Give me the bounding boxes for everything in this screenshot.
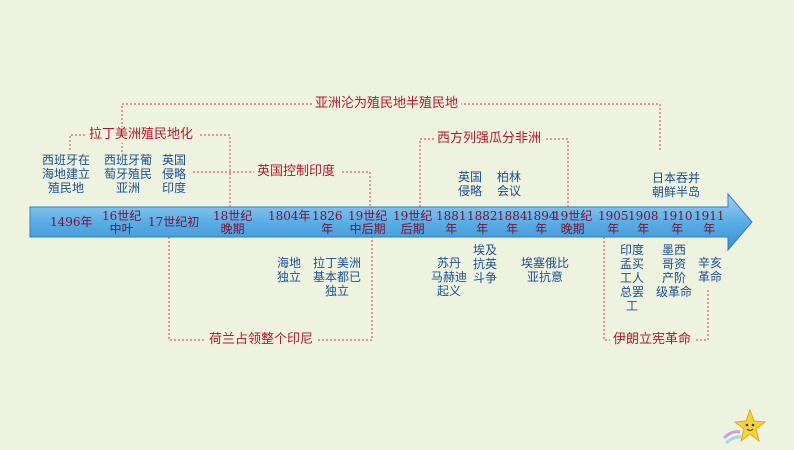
bracket-label-latin-america: 拉丁美洲殖民地化 xyxy=(86,127,197,143)
bracket-label-dutch-indonesia: 荷兰占领整个印尼 xyxy=(206,332,317,348)
event-japan-korea: 日本吞并 朝鲜半岛 xyxy=(652,171,701,199)
event-egypt: 埃及 抗英 斗争 xyxy=(473,243,498,285)
event-mexico: 墨西 哥资 产阶 级革命 xyxy=(656,243,693,299)
event-spain-portugal: 西班牙葡 萄牙殖民 亚洲 xyxy=(104,153,153,195)
axis-label: 1894 年 xyxy=(526,209,557,236)
event-spain-colony: 西班牙在 海地建立 殖民地 xyxy=(42,153,91,195)
event-britain-india: 英国 侵略 印度 xyxy=(162,153,187,195)
star-icon xyxy=(722,408,767,450)
axis-label: 1884 年 xyxy=(497,209,528,236)
event-berlin: 柏林 会议 xyxy=(497,170,522,198)
event-haiti: 海地 独立 xyxy=(277,256,302,284)
axis-label: 1882 年 xyxy=(467,209,498,236)
axis-label: 19世纪 晚期 xyxy=(553,209,593,236)
axis-label: 17世纪初 xyxy=(148,215,200,229)
axis-label: 1911 年 xyxy=(694,209,725,236)
axis-label: 18世纪 晚期 xyxy=(213,209,253,236)
bracket-label-british-india: 英国控制印度 xyxy=(254,164,339,180)
bracket-label-asia: 亚洲沦为殖民地半殖民地 xyxy=(312,96,462,112)
axis-label: 1908 年 xyxy=(628,209,659,236)
axis-label: 1804年 xyxy=(268,209,311,223)
event-india-strike: 印度 孟买 工人 总罢 工 xyxy=(620,243,645,313)
event-latin-independence: 拉丁美洲 基本都已 独立 xyxy=(313,256,362,298)
event-xinhai: 辛亥 革命 xyxy=(698,256,723,284)
axis-label: 16世纪 中叶 xyxy=(102,209,142,236)
axis-label: 19世纪 后期 xyxy=(393,209,433,236)
axis-label: 1496年 xyxy=(50,215,93,229)
bracket-label-iran: 伊朗立宪革命 xyxy=(610,332,695,348)
axis-label: 1881 年 xyxy=(436,209,467,236)
event-britain-egypt: 英国 侵略 xyxy=(458,170,483,198)
event-ethiopia: 埃塞俄比 亚抗意 xyxy=(521,256,570,284)
timeline-arrow xyxy=(29,192,753,252)
bracket-label-partition-africa: 西方列强瓜分非洲 xyxy=(434,131,545,147)
event-sudan: 苏丹 马赫迪 起义 xyxy=(431,256,468,298)
axis-label: 1910 年 xyxy=(662,209,693,236)
axis-label: 1905 年 xyxy=(598,209,629,236)
axis-label: 19世纪 中后期 xyxy=(348,209,388,236)
axis-label: 1826 年 xyxy=(312,209,343,236)
